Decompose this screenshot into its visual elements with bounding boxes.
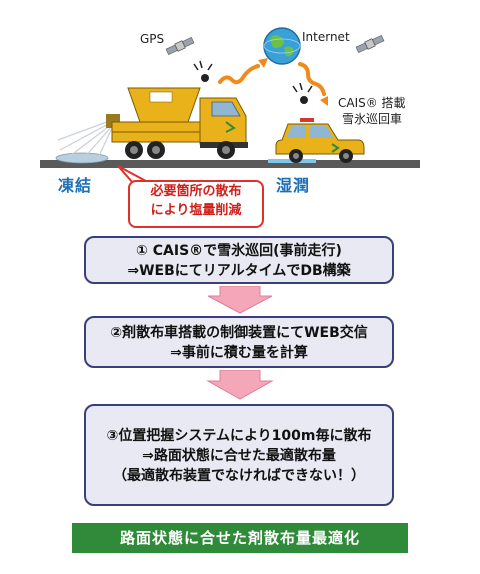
- step-3-line3: （最適散布装置でなければできない！）: [113, 468, 365, 484]
- patrol-car: [275, 118, 365, 163]
- globe-icon: [263, 27, 301, 65]
- road: [40, 160, 420, 168]
- down-arrow-1: [207, 286, 273, 314]
- step-3-line2: ⇒路面状態に合せた最適散布量: [142, 448, 336, 464]
- callout-line1: 必要箇所の散布: [150, 184, 242, 199]
- frozen-label: 凍結: [58, 176, 93, 195]
- gps-label: GPS: [140, 32, 165, 46]
- internet-label: Internet: [302, 30, 350, 44]
- antenna-signal-icon-car: [292, 82, 313, 104]
- step-1-box: ① CAIS®で雪氷巡回(事前走行) ⇒WEBにてリアルタイムでDB構築: [84, 236, 394, 284]
- step-1-line1: ① CAIS®で雪氷巡回(事前走行): [136, 243, 342, 259]
- signal-wave-left: [218, 64, 260, 85]
- step-3-line1: ③位置把握システムにより100m毎に散布: [106, 428, 372, 444]
- salt-spray: [57, 119, 113, 159]
- road-scene-illustration: [40, 27, 420, 186]
- step-2-line2: ⇒事前に積む量を計算: [170, 345, 308, 361]
- cais-label-line2: 雪氷巡回車: [342, 112, 403, 126]
- wet-label: 湿潤: [276, 176, 311, 195]
- signal-wave-right: [298, 62, 326, 96]
- callout-line2: により塩量削減: [150, 203, 242, 218]
- spreader-truck: [106, 87, 248, 159]
- antenna-signal-icon-truck: [193, 60, 213, 82]
- frozen-road-patch: [55, 152, 109, 164]
- step-2-line1: ②剤散布車搭載の制御装置にてWEB交信: [110, 325, 368, 341]
- step-3-box: ③位置把握システムにより100m毎に散布 ⇒路面状態に合せた最適散布量 （最適散…: [84, 404, 394, 506]
- result-banner: 路面状態に合せた剤散布量最適化: [72, 523, 408, 553]
- step-1-line2: ⇒WEBにてリアルタイムでDB構築: [127, 263, 351, 279]
- internet-satellite-icon: [355, 34, 385, 54]
- cais-label-line1: CAIS® 搭載: [338, 96, 406, 110]
- step-2-box: ②剤散布車搭載の制御装置にてWEB交信 ⇒事前に積む量を計算: [84, 316, 394, 368]
- salt-reduction-callout: 必要箇所の散布 により塩量削減: [128, 180, 264, 228]
- down-arrow-2: [206, 370, 274, 400]
- gps-satellite-icon: [165, 36, 195, 56]
